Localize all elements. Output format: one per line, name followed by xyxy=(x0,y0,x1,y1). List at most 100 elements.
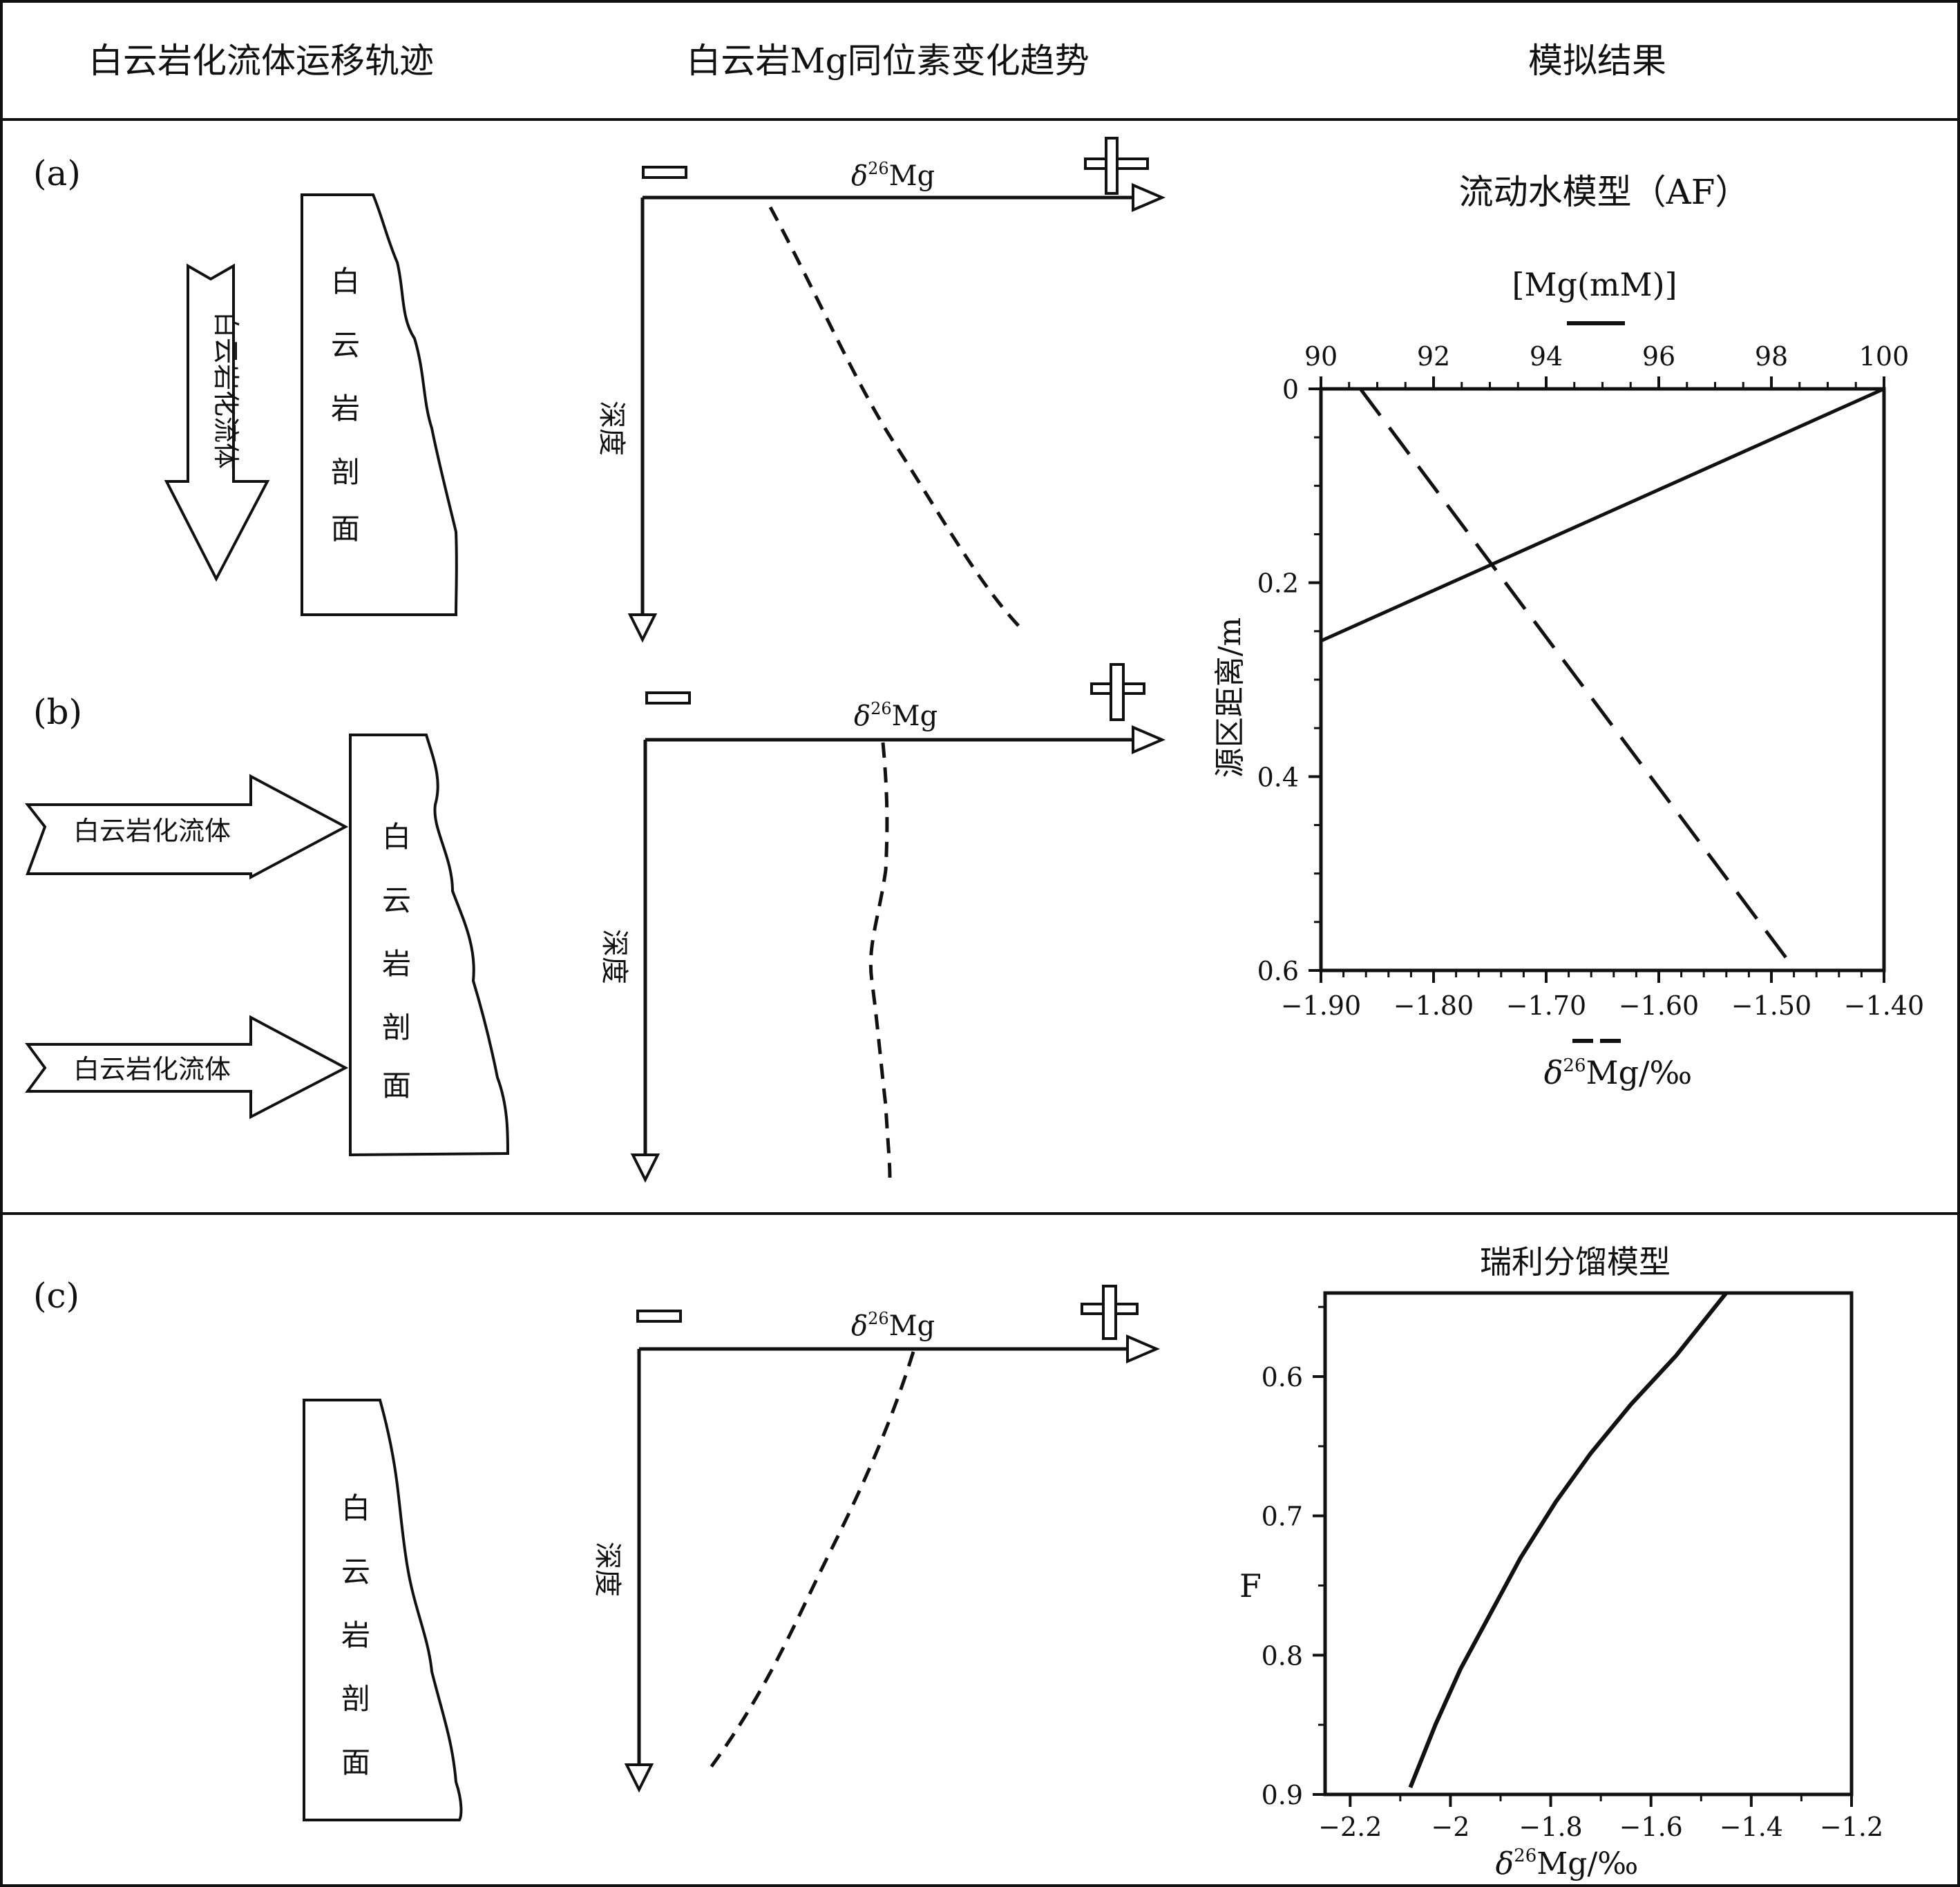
header-col1: 白云岩化流体运移轨迹 xyxy=(88,41,434,81)
rayleigh-model-chart: 瑞利分馏模型 F δ26Mg/‰ −2.2 −2 −1.8 −1.6 −1.4 −1.2 0… xyxy=(1239,1243,1883,1881)
trend-plot-c: δ26Mg 深度 xyxy=(591,1285,1161,1793)
profile-char: 岩 xyxy=(382,947,411,981)
profile-char: 白 xyxy=(382,820,411,854)
profile-char: 云 xyxy=(341,1555,370,1589)
chart1-series xyxy=(1320,387,1885,962)
chart2-y-tick-label: 0.6 xyxy=(1262,1362,1303,1392)
chart2-ticks: −2.2 −2 −1.8 −1.6 −1.4 −1.2 0.6 0.7 0.8 0.9 xyxy=(1262,1305,1883,1842)
trend-curve-a xyxy=(768,206,1024,631)
profile-char: 岩 xyxy=(341,1618,370,1652)
trend-curve-c xyxy=(704,1351,915,1775)
trend-plot-a: δ26Mg 深度 xyxy=(596,137,1166,643)
chart1-y-tick-label: 0 xyxy=(1282,374,1299,405)
chart1-bottom-tick-label: −1.40 xyxy=(1844,990,1924,1021)
x-axis-arrowhead xyxy=(1132,182,1166,213)
y-axis-label: 深度 xyxy=(591,1542,623,1597)
chart1-series-dashed xyxy=(1359,387,1790,962)
chart1-top-tick-label: 100 xyxy=(1859,341,1910,372)
y-axis-label: 深度 xyxy=(598,929,630,984)
profile-char: 剖 xyxy=(382,1010,411,1044)
profile-char: 面 xyxy=(341,1745,370,1779)
chart2-x-tick-label: −1.4 xyxy=(1720,1812,1783,1842)
chart1-bottom-tick-label: −1.70 xyxy=(1506,990,1586,1021)
chart1-bottom-tick-label: −1.80 xyxy=(1393,990,1474,1021)
chart1-top-tick-label: 90 xyxy=(1304,341,1338,372)
profile-char: 面 xyxy=(382,1069,411,1102)
profile-char: 岩 xyxy=(331,392,360,425)
chart1-ylabel: 源区距离/m xyxy=(1212,617,1248,778)
fluid-arrow-label-a: 白云岩化流体 xyxy=(211,312,241,469)
profile-char: 云 xyxy=(382,883,411,917)
chart2-x-tick-label: −2 xyxy=(1431,1812,1469,1842)
chart1-plot-frame xyxy=(1319,387,1886,973)
minus-sign xyxy=(642,166,687,179)
profile-char: 云 xyxy=(331,328,360,362)
chart2-xlabel: δ26Mg/‰ xyxy=(1496,1846,1639,1881)
chart1-bottom-tick-label: −1.90 xyxy=(1281,990,1361,1021)
profile-text-c: 白 云 岩 剖 面 xyxy=(341,1491,370,1779)
chart1-bottom-tick-label: −1.50 xyxy=(1731,990,1811,1021)
chart1-xlabel: δ26Mg/‰ xyxy=(1544,1054,1693,1091)
profile-text-b: 白 云 岩 剖 面 xyxy=(382,820,411,1102)
fluid-arrow-label-b2: 白云岩化流体 xyxy=(73,1054,231,1084)
dolomite-profile-b xyxy=(349,734,510,1157)
dolomite-profile-c xyxy=(303,1399,463,1821)
chart2-series xyxy=(1408,1292,1728,1789)
chart1-bottom-tick-label: −1.60 xyxy=(1619,990,1699,1021)
profile-char: 面 xyxy=(331,512,360,546)
fluid-arrow-right-upper xyxy=(24,774,349,880)
chart2-x-tick-label: −1.6 xyxy=(1619,1812,1683,1842)
chart2-y-tick-label: 0.9 xyxy=(1262,1780,1303,1810)
plus-sign-v xyxy=(1110,663,1125,721)
x-axis-arrowhead xyxy=(1126,1334,1161,1364)
chart1-series-solid xyxy=(1320,387,1885,643)
x-axis-label: δ26Mg xyxy=(851,159,935,192)
plus-sign-v xyxy=(1105,137,1119,195)
chart1-top-tick-label: 96 xyxy=(1642,341,1675,372)
profile-char: 白 xyxy=(341,1491,370,1525)
fluid-arrow-down xyxy=(164,263,270,582)
profile-char: 剖 xyxy=(331,455,360,489)
chart1-y-tick-label: 0.2 xyxy=(1257,568,1299,599)
profile-char: 白 xyxy=(331,265,360,298)
x-axis-label: δ26Mg xyxy=(851,1309,935,1342)
dolomite-profile-a xyxy=(301,193,458,616)
chart2-ylabel: F xyxy=(1239,1567,1262,1605)
chart1-top-tick-label: 98 xyxy=(1755,341,1788,372)
profile-text-a: 白 云 岩 剖 面 xyxy=(331,265,360,546)
panel-label-a: (a) xyxy=(33,153,81,193)
profile-char: 剖 xyxy=(341,1682,370,1716)
chart1-y-tick-label: 0.4 xyxy=(1257,762,1299,792)
chart2-y-tick-label: 0.8 xyxy=(1262,1640,1303,1671)
chart2-plot-frame xyxy=(1323,1291,1854,1797)
trend-curve-b xyxy=(868,742,892,1178)
chart1-top-tick-label: 92 xyxy=(1417,341,1450,372)
panel-label-c: (c) xyxy=(33,1276,79,1316)
chart2-x-tick-label: −1.2 xyxy=(1820,1812,1883,1842)
x-axis-label: δ26Mg xyxy=(854,699,938,732)
chart1-y-tick-label: 0.6 xyxy=(1257,956,1299,986)
panel-label-b: (b) xyxy=(33,692,82,732)
af-model-chart: 流动水模型（AF） [Mg(mM)] 源区距离/m δ26Mg/‰ −1.90−… xyxy=(1212,172,1924,1091)
chart1-top-tick-label: 94 xyxy=(1530,341,1563,372)
trend-plot-b: δ26Mg 深度 xyxy=(598,663,1166,1183)
x-axis-arrowhead xyxy=(1132,725,1166,755)
y-axis-arrowhead xyxy=(627,613,658,643)
header-col3: 模拟结果 xyxy=(1528,41,1666,81)
chart1-top-axis-label: [Mg(mM)] xyxy=(1512,266,1677,303)
fluid-arrow-right-lower xyxy=(25,1015,349,1120)
minus-sign xyxy=(636,1310,682,1323)
plus-sign-v xyxy=(1102,1285,1117,1340)
y-axis-label: 深度 xyxy=(596,401,627,456)
chart1-title: 流动水模型（AF） xyxy=(1459,172,1750,212)
chart2-x-tick-label: −2.2 xyxy=(1318,1812,1382,1842)
y-axis-arrowhead xyxy=(630,1153,660,1183)
chart2-x-tick-label: −1.8 xyxy=(1519,1812,1582,1842)
header-col2: 白云岩Mg同位素变化趋势 xyxy=(686,41,1089,81)
chart2-y-tick-label: 0.7 xyxy=(1262,1502,1303,1532)
y-axis-arrowhead xyxy=(624,1763,654,1793)
chart2-title: 瑞利分馏模型 xyxy=(1480,1243,1671,1281)
chart1-ticks: −1.90 −1.80 −1.70 −1.60 −1.50 −1.40 90 92 94 96 98… xyxy=(1257,341,1925,1021)
